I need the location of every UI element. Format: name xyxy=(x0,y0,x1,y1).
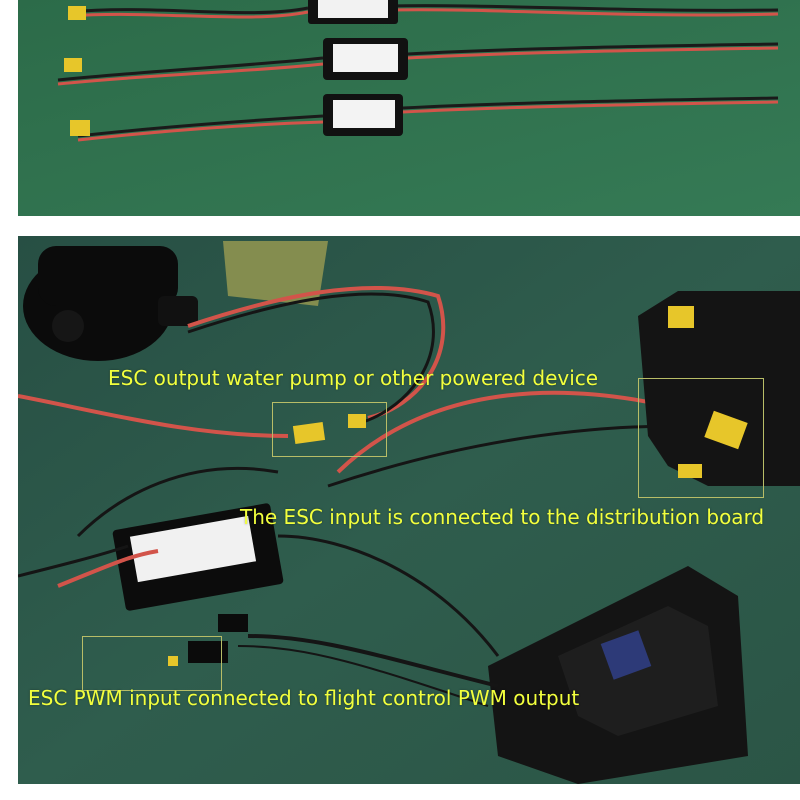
distribution-board xyxy=(638,291,800,486)
caption-distribution-board: The ESC input is connected to the distri… xyxy=(240,505,765,529)
flight-controller xyxy=(488,566,748,784)
highlight-box-distribution-board xyxy=(638,378,764,498)
caption-pump-output: ESC output water pump or other powered d… xyxy=(108,366,599,390)
wiring-photo xyxy=(18,236,800,784)
photo-bottom-panel xyxy=(18,236,800,784)
caption-pwm-input: ESC PWM input connected to flight contro… xyxy=(28,686,580,710)
highlight-box-pump-connector xyxy=(272,402,387,457)
esc-modules-photo xyxy=(18,0,800,216)
photo-top-panel xyxy=(18,0,800,216)
water-pump xyxy=(23,246,198,361)
highlight-box-pwm-connector xyxy=(82,636,222,691)
esc-module xyxy=(112,503,284,611)
